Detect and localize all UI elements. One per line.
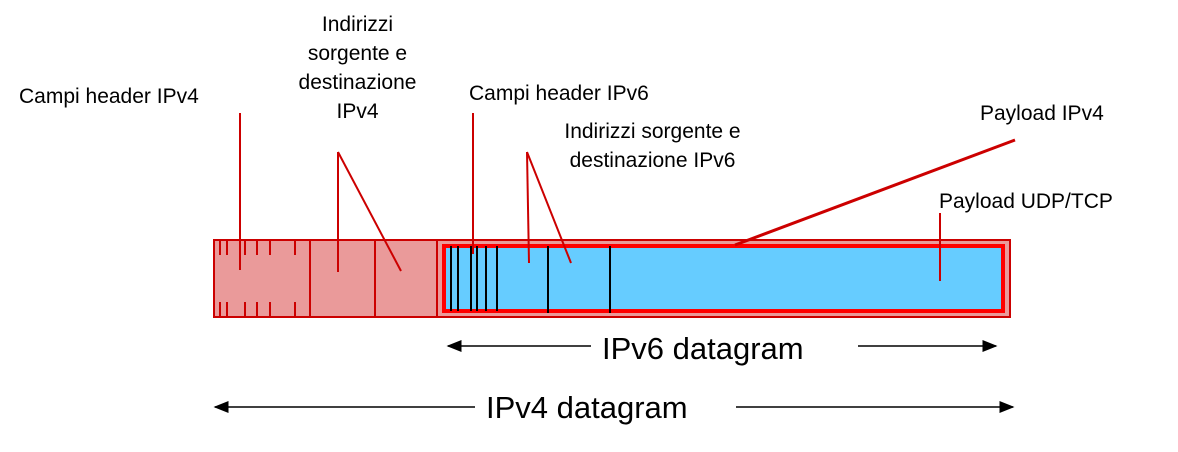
label-ipv4-header-fields: Campi header IPv4 bbox=[19, 85, 199, 108]
label-ipv6-header-fields: Campi header IPv6 bbox=[469, 82, 649, 105]
label-line: Indirizzi sorgente e bbox=[564, 120, 741, 143]
label-line: destinazione bbox=[298, 71, 417, 94]
label-line: sorgente e bbox=[307, 42, 408, 65]
label-ipv6-addresses: Indirizzi sorgente e destinazione IPv6 bbox=[530, 117, 775, 175]
ipv6-field-dividers bbox=[450, 246, 611, 313]
label-line: Indirizzi bbox=[321, 13, 394, 36]
label-line: IPv4 bbox=[336, 100, 379, 123]
label-ipv4-addresses: Indirizzi sorgente e destinazione IPv4 bbox=[270, 10, 445, 126]
ipv4-header-field-ticks bbox=[219, 240, 296, 317]
leader-lines bbox=[239, 113, 941, 281]
ipv6-datagram-box bbox=[442, 244, 1005, 313]
label-ipv4-payload: Payload IPv4 bbox=[980, 102, 1104, 125]
label-udp-tcp-payload: Payload UDP/TCP bbox=[939, 190, 1113, 213]
ipv4-field-dividers bbox=[309, 240, 438, 317]
label-ipv4-datagram: IPv4 datagram bbox=[476, 390, 698, 426]
label-line: destinazione IPv6 bbox=[569, 149, 736, 172]
ipv4-payload-leader bbox=[734, 138, 1016, 247]
label-ipv6-datagram: IPv6 datagram bbox=[592, 331, 814, 367]
